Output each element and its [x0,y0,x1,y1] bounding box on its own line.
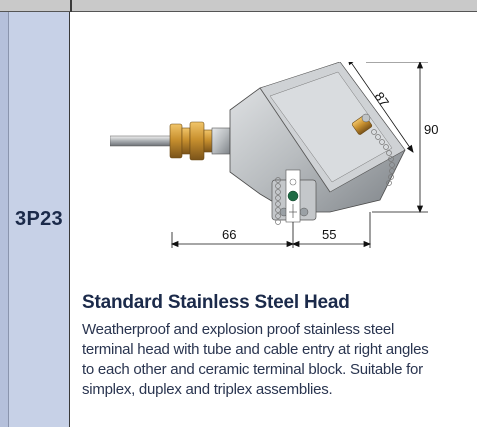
header-divider [70,0,72,12]
right-chain [371,129,395,186]
code-column [0,12,70,427]
description-line: terminal head with tube and cable entry … [82,341,429,358]
dim-left-length: 66 [222,227,236,242]
header-band [0,0,477,12]
sheath-tube [110,135,173,147]
product-description: Weatherproof and explosion proof stainle… [82,320,474,400]
product-title: Standard Stainless Steel Head [82,292,350,313]
product-code: 3P23 [15,208,63,230]
vertical-dimension [366,62,428,214]
terminal-head-drawing: 66 55 90 87 [110,62,438,248]
dim-height: 90 [424,122,438,137]
cover-screw [351,113,373,135]
dim-right-length: 55 [322,227,336,242]
description-line: Weatherproof and explosion proof stainle… [82,321,395,338]
head-body [229,62,406,221]
label-plate [285,169,301,223]
dim-diagonal: 87 [372,89,393,109]
left-chain [275,177,281,225]
head-neck [211,127,231,155]
description-line: to each other and ceramic terminal block… [82,361,423,378]
brass-fitting [169,121,213,161]
diagonal-dimension [348,62,414,153]
horizontal-dimension [170,212,372,248]
description-line: simplex, duplex and triplex assemblies. [82,381,333,398]
